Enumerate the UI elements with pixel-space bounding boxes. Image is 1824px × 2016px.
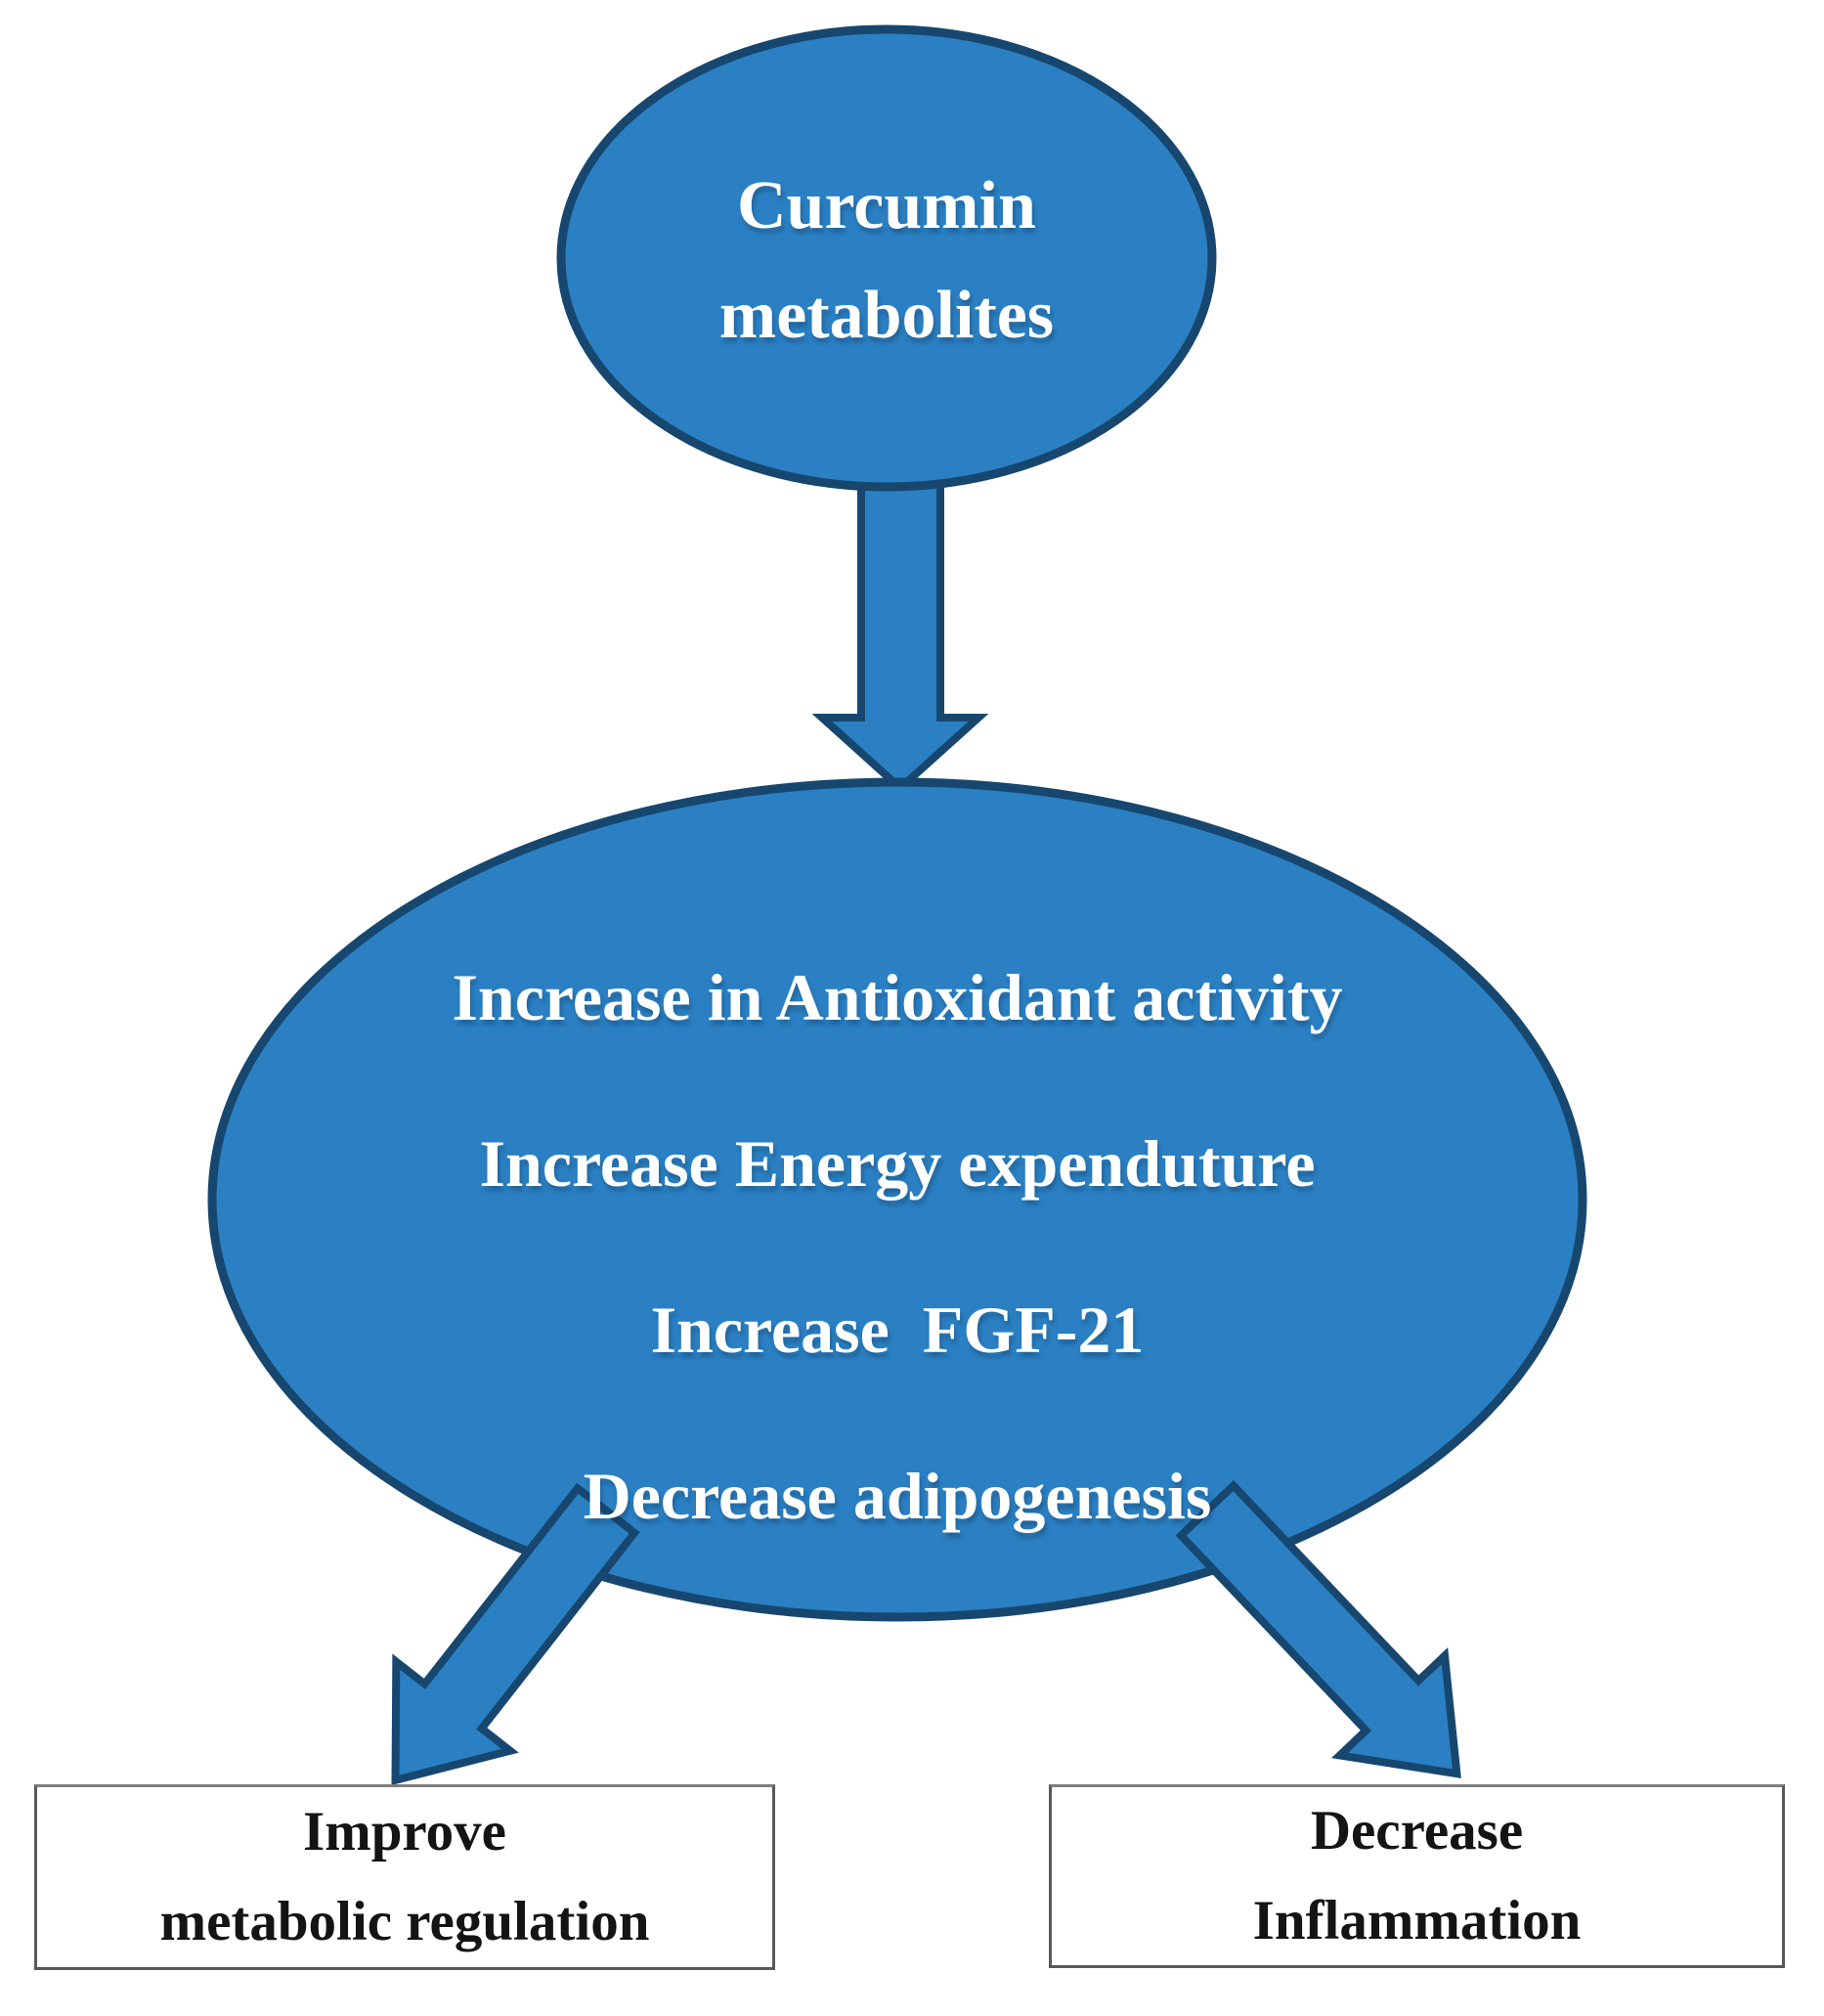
outcome-left-line-1: Improve [303,1801,506,1863]
outcome-box-metabolic-regulation: Improve metabolic regulation [34,1784,775,1970]
outcome-left-line-2: metabolic regulation [159,1891,650,1952]
top-ellipse-label: Curcumin metabolites [561,41,1212,481]
middle-ellipse-label: Increase in Antioxidant activity Increas… [213,914,1582,1579]
outcome-box-inflammation: Decrease Inflammation [1049,1784,1785,1968]
effect-line-fgf21: Increase FGF-21 [650,1293,1145,1367]
middle-ellipse [207,777,1587,1622]
arrow-down-left-icon [391,1482,640,1785]
top-ellipse-line-2: metabolites [718,278,1055,353]
effect-line-adipogenesis: Decrease adipogenesis [583,1459,1212,1533]
top-ellipse [556,24,1217,492]
effect-line-energy: Increase Energy expenduture [479,1126,1316,1201]
effect-line-antioxidant: Increase in Antioxidant activity [452,960,1343,1034]
outcome-right-line-2: Inflammation [1252,1890,1582,1951]
top-ellipse-line-1: Curcumin [737,168,1036,243]
arrow-down-right-icon [1175,1479,1461,1778]
outcome-right-line-1: Decrease [1310,1800,1524,1862]
arrow-down-icon [811,465,989,794]
